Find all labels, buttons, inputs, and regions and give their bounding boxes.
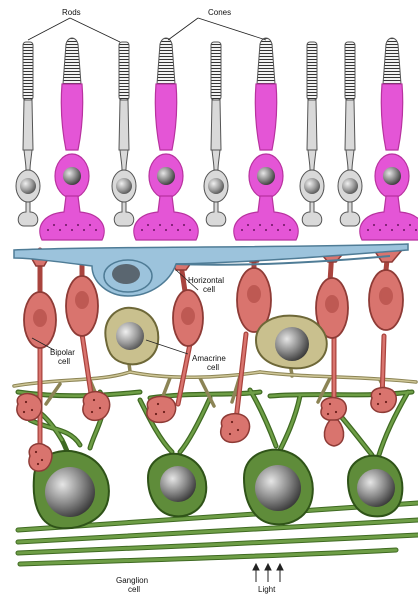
label-horizontal-cell-1: Horizontal bbox=[188, 276, 224, 285]
ganglion-cell-4 bbox=[348, 456, 402, 517]
label-horizontal-cell-2: cell bbox=[203, 285, 215, 294]
cone-cell bbox=[360, 38, 418, 240]
ganglion-cell-3 bbox=[244, 450, 313, 525]
rod-cell bbox=[112, 42, 136, 226]
amacrine-cell-1 bbox=[105, 308, 158, 365]
cone-cell bbox=[134, 38, 198, 240]
label-ganglion-cell-1: Ganglion bbox=[116, 576, 148, 585]
label-bipolar-cell-2: cell bbox=[58, 357, 70, 366]
label-bipolar-cell-1: Bipolar bbox=[50, 348, 75, 357]
ganglion-dendrites-highlight bbox=[18, 390, 412, 458]
label-ganglion-cell-2: cell bbox=[128, 585, 140, 594]
label-amacrine-cell-2: cell bbox=[207, 363, 219, 372]
label-rods: Rods bbox=[62, 8, 81, 17]
label-light: Light bbox=[258, 585, 276, 594]
label-amacrine-cell-1: Amacrine bbox=[192, 354, 226, 363]
rod-cell bbox=[204, 42, 228, 226]
cone-cell bbox=[234, 38, 298, 240]
label-cones: Cones bbox=[208, 8, 231, 17]
light-arrows bbox=[253, 564, 283, 582]
photoreceptor-layer bbox=[16, 38, 418, 240]
ganglion-cell-2 bbox=[148, 454, 206, 517]
rod-cell bbox=[338, 42, 362, 226]
rod-cell bbox=[300, 42, 324, 226]
cone-cell bbox=[40, 38, 104, 240]
rod-cell bbox=[16, 42, 40, 226]
amacrine-cell-2 bbox=[256, 316, 327, 369]
